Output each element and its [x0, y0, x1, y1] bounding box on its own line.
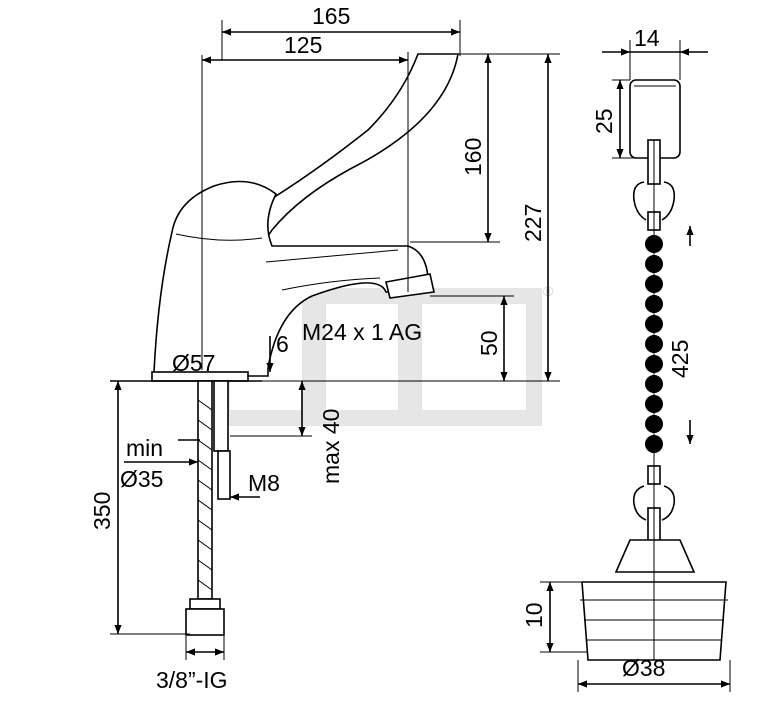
dim-height-50: 50 [476, 330, 502, 356]
chain-beads [645, 235, 663, 453]
dim-height-227: 227 [520, 204, 546, 242]
faucet-dimensions [110, 20, 560, 660]
dim-chain-425: 425 [667, 340, 693, 378]
plug-and-chain [580, 79, 728, 661]
dim-width-125: 125 [284, 32, 322, 58]
plug-dimensions [540, 40, 731, 692]
dim-diameter-38: Ø38 [622, 655, 665, 681]
dim-height-10: 10 [521, 602, 547, 628]
dim-diameter-35: Ø35 [120, 466, 163, 492]
dim-thickness-6: 6 [276, 331, 289, 357]
dim-length-350: 350 [89, 492, 115, 530]
dim-height-25: 25 [591, 108, 617, 134]
dim-min-label: min [126, 435, 163, 461]
dim-diameter-57: Ø57 [172, 350, 215, 376]
dim-bolt-m8: M8 [248, 470, 280, 496]
dim-max-40: max 40 [318, 409, 344, 484]
dim-width-14: 14 [634, 25, 660, 51]
dim-width-165: 165 [312, 3, 350, 29]
dim-height-160: 160 [460, 138, 486, 176]
connector-label: 3/8”-IG [156, 667, 228, 693]
thread-label: M24 x 1 AG [302, 319, 422, 345]
